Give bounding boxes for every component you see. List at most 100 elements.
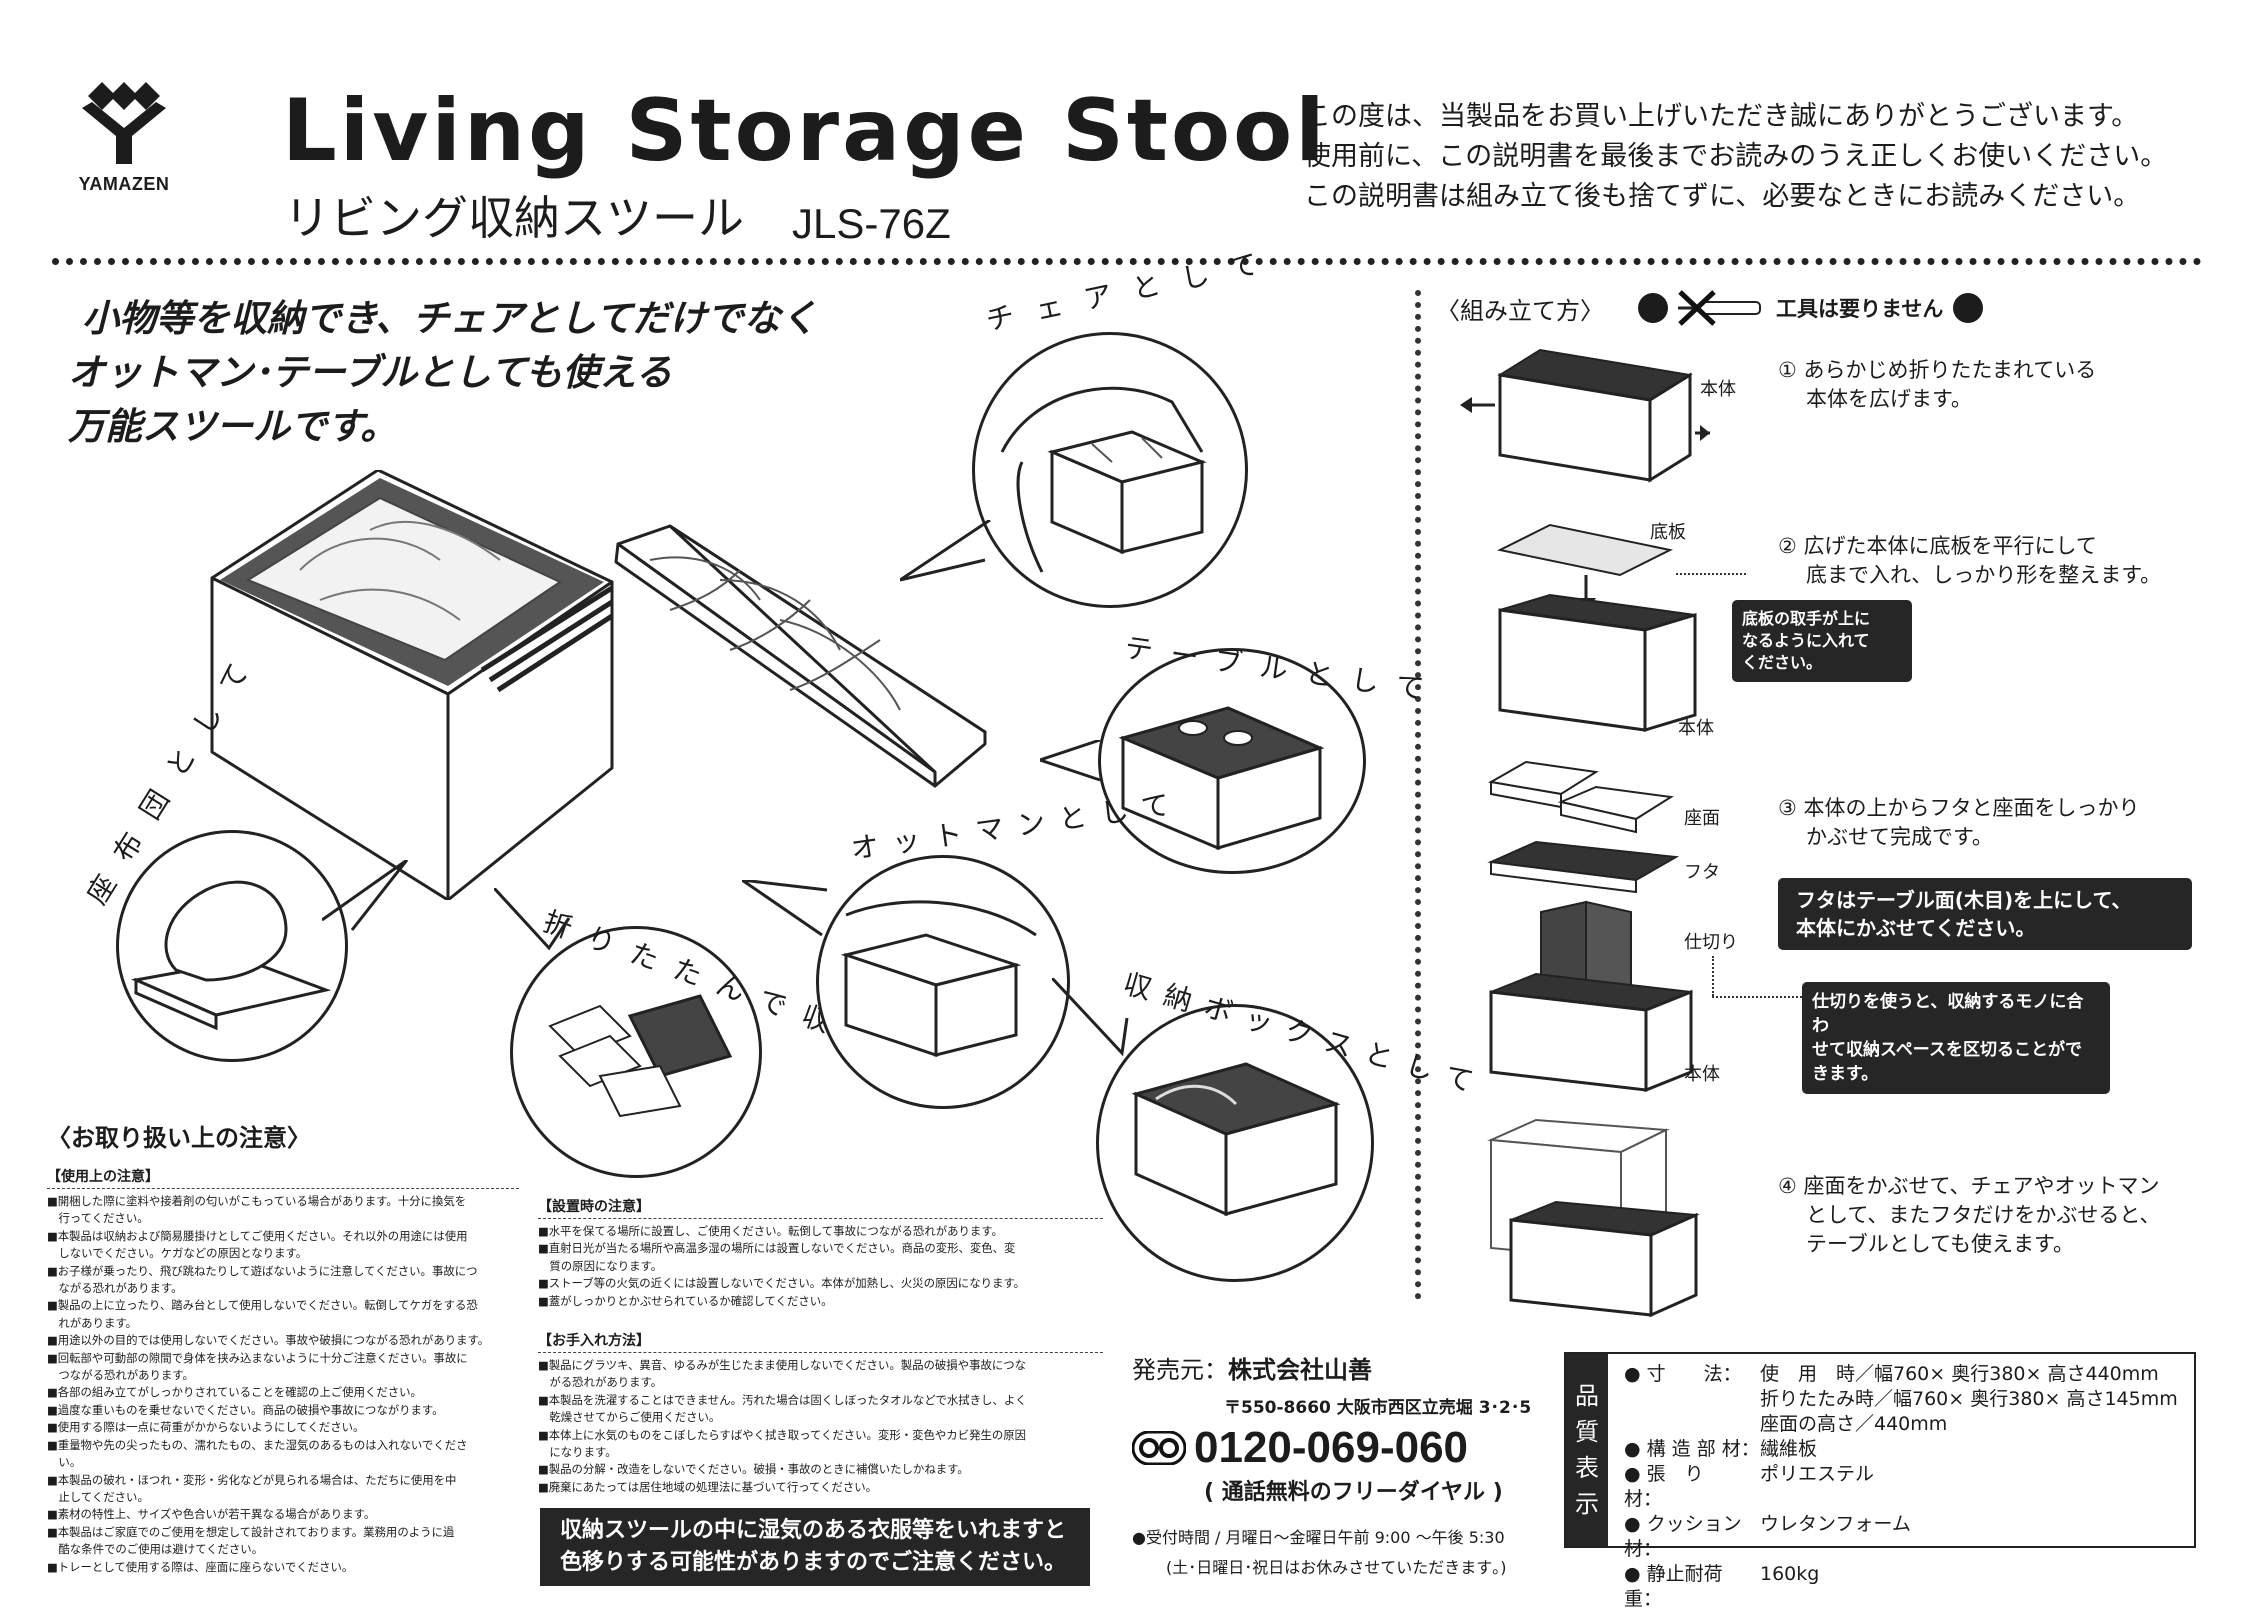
- chair-scene-pointer: [900, 520, 991, 582]
- step-line: テーブルとしても使えます。: [1806, 1232, 2074, 1256]
- label-body: 本体: [1684, 1064, 1720, 1085]
- tip-line: フタはテーブル面(木目)を上にして、: [1796, 888, 2132, 912]
- spec-rows: ● 寸 法：使 用 時／幅760× 奥行380× 高さ440mm 折りたたみ時／…: [1608, 1354, 2178, 1610]
- moisture-warning: 収納スツールの中に湿気のある衣服等をいれますと 色移りする可能性がありますのでご…: [540, 1508, 1090, 1586]
- assembly-heading: 〈組み立て方〉: [1436, 296, 1604, 325]
- seller-info: 発売元：株式会社山善 〒550-8660 大阪市西区立売堀 3･2･5 0120…: [1132, 1350, 1552, 1578]
- chair-scene-illustration: [1000, 386, 1207, 573]
- spec-table: 品 質 表 示 ● 寸 法：使 用 時／幅760× 奥行380× 高さ440mm…: [1564, 1352, 2196, 1610]
- phone-row: 0120-069-060: [1132, 1426, 1552, 1470]
- step3-illustration: [1487, 760, 1693, 1092]
- product-main-illustration: [210, 470, 987, 900]
- caution-line: ■本製品は収納および簡易腰掛けとしてご使用ください。それ以外の用途には使用: [47, 1228, 468, 1243]
- use-cautions-title: 【使用上の注意】: [47, 1166, 519, 1189]
- phone-note: ( 通話無料のフリーダイヤル ): [1204, 1480, 1503, 1505]
- thanks-message: この度は、当製品をお買い上げいただき誠にありがとうございます。 使用前に、この説…: [1304, 97, 2167, 217]
- step2-illustration: [1496, 523, 1697, 733]
- caution-line: ■製品にグラツキ、異音、ゆるみが生じたまま使用しないでください。製品の破損や事故…: [538, 1358, 1027, 1372]
- tip-line: なるように入れて: [1742, 631, 1870, 650]
- step-text: あらかじめ折りたたまれている: [1803, 358, 2097, 382]
- caution-line: ながる恐れがあります。: [47, 1281, 183, 1296]
- no-tools-label: 工具は要りません: [1776, 297, 1944, 321]
- spec-row: 座面の高さ／440mm: [1624, 1412, 2178, 1437]
- step-number: ④: [1778, 1174, 1797, 1198]
- seller-label: 発売元：: [1132, 1356, 1228, 1384]
- brand-name: YAMAZEN: [78, 174, 170, 194]
- caution-line: ■廃棄にあたっては居住地域の処理法に基づいて行ってください。: [538, 1479, 878, 1494]
- caution-line: ■製品の上に立ったり、踏み台として使用しないでください。転倒してケガをする恐: [47, 1298, 478, 1313]
- cushion-scene-pointer: [322, 860, 409, 931]
- label-body: 本体: [1678, 718, 1714, 739]
- spec-row: ● 寸 法：使 用 時／幅760× 奥行380× 高さ440mm: [1624, 1362, 2178, 1387]
- spec-label: ● クッション材：: [1624, 1513, 1742, 1560]
- step4-illustration: [1487, 1118, 1700, 1318]
- intro-line: オットマン･テーブルとしても使える: [68, 351, 673, 394]
- table-scene-pointer: [1040, 740, 1101, 782]
- caution-line: がる恐れがあります。: [538, 1375, 663, 1390]
- step-line: 本体を広げます。: [1806, 387, 1972, 411]
- intro-text: 小物等を収納でき、チェアとしてだけでなく オットマン･テーブルとしても使える 万…: [68, 292, 818, 454]
- caution-line: ■用途以外の目的では使用しないでください。事故や破損につながる恐れがあります。: [47, 1333, 490, 1348]
- install-cautions-title: 【設置時の注意】: [538, 1196, 1103, 1219]
- caution-line: 行ってください。: [47, 1211, 149, 1226]
- warning-line: 収納スツールの中に湿気のある衣服等をいれますと: [560, 1518, 1067, 1543]
- assembly-step-3: ③ 本体の上からフタと座面をしっかり かぶせて完成です。: [1778, 794, 2140, 852]
- seller-name-row: 発売元：株式会社山善: [1132, 1350, 1552, 1385]
- step-line: ③ 本体の上からフタと座面をしっかり: [1778, 794, 2140, 823]
- chair-scene-label: チェアとして: [983, 242, 1282, 338]
- tip-line: きます。: [1812, 1064, 1879, 1084]
- tip-line: せて収納スペースを区切ることがで: [1812, 1040, 2082, 1060]
- ottoman-scene-illustration: [840, 900, 1037, 1058]
- label-lid: フタ: [1684, 862, 1720, 883]
- caution-line: れがあります。: [47, 1315, 137, 1330]
- thanks-line: この度は、当製品をお買い上げいただき誠にありがとうございます。: [1304, 101, 2139, 132]
- label-divider: 仕切り: [1684, 932, 1738, 953]
- phone-number[interactable]: 0120-069-060: [1194, 1423, 1469, 1472]
- tip-line: 底板の取手が上に: [1742, 609, 1871, 628]
- assembly-step-2: ② 広げた本体に底板を平行にして 底まで入れ、しっかり形を整えます。: [1778, 532, 2161, 590]
- use-cautions-list: ■開梱した際に塗料や接着剤の匂いがこもっている場合があります。十分に換気を 行っ…: [47, 1193, 519, 1576]
- page-subtitle: リビング収納スツール: [284, 191, 744, 245]
- use-cautions: 【使用上の注意】 ■開梱した際に塗料や接着剤の匂いがこもっている場合があります。…: [47, 1166, 519, 1576]
- step-line: ② 広げた本体に底板を平行にして: [1778, 532, 2161, 561]
- page-title: Living Storage Stool: [282, 81, 1328, 181]
- caution-line: ■トレーとして使用する際は、座面に座らないでください。: [47, 1559, 354, 1574]
- spec-value: 使 用 時／幅760× 奥行380× 高さ440mm: [1760, 1363, 2159, 1385]
- tip-line: ください。: [1742, 653, 1823, 672]
- spec-value: ポリエステル: [1760, 1463, 1875, 1485]
- spec-row: 折りたたみ時／幅760× 奥行380× 高さ145mm: [1624, 1387, 2178, 1412]
- caution-line: 酷な条件でのご使用は避けてください。: [47, 1542, 264, 1557]
- spec-heading-char: 示: [1575, 1490, 1599, 1518]
- step1-illustration: [1460, 348, 1710, 483]
- spec-label: [1624, 1387, 1760, 1412]
- caution-line: しないでください。ケガなどの原因となります。: [47, 1246, 308, 1261]
- handle-pointer: [1676, 573, 1746, 575]
- lid-tip: フタはテーブル面(木目)を上にして、 本体にかぶせてください。: [1778, 878, 2192, 950]
- caution-line: ■素材の特性上、サイズや色合いが若干異なる場合があります。: [47, 1507, 376, 1522]
- warning-line: 色移りする可能性がありますのでご注意ください。: [560, 1550, 1067, 1575]
- caution-line: ■本製品はご家庭でのご使用を想定して設計されております。業務用のように過: [47, 1524, 455, 1539]
- intro-line: 小物等を収納でき、チェアとしてだけでなく: [82, 297, 818, 340]
- step-number: ③: [1778, 796, 1797, 820]
- caution-line: ■本製品を洗濯することはできません。汚れた場合は固くしぼったタオルなどで水拭きし…: [538, 1392, 1027, 1407]
- column-divider: [1415, 290, 1421, 1300]
- spec-row: ● 張 り 材： ポリエステル: [1624, 1462, 2178, 1512]
- spec-row: ● クッション材：ウレタンフォーム: [1624, 1512, 2178, 1562]
- care-list: ■製品にグラツキ、異音、ゆるみが生じたまま使用しないでください。製品の破損や事故…: [538, 1357, 1103, 1496]
- spec-row: ● 静止耐荷重：160kg: [1624, 1562, 2178, 1612]
- step-line: ① あらかじめ折りたたまれている: [1778, 356, 2096, 385]
- seller-name: 株式会社山善: [1228, 1356, 1372, 1384]
- step-text: 本体の上からフタと座面をしっかり: [1803, 796, 2140, 820]
- no-tools-icon: [1678, 290, 1761, 326]
- caution-line: ■ストーブ等の火気の近くには設置しないでください。本体が加熱し、火災の原因になり…: [538, 1276, 1026, 1291]
- label-body: 本体: [1700, 379, 1736, 400]
- spec-label: ● 張 り 材：: [1624, 1463, 1723, 1510]
- step-line: ④ 座面をかぶせて、チェアやオットマン: [1778, 1172, 2160, 1201]
- table-scene-illustration: [1118, 706, 1325, 851]
- caution-line: ■重量物や先の尖ったもの、濡れたもの、また湿気のあるものは入れないでくださ: [47, 1437, 468, 1452]
- cushion-scene-illustration: [130, 880, 332, 1031]
- step-text: 座面をかぶせて、チェアやオットマン: [1803, 1174, 2160, 1198]
- assembly-step-1: ① あらかじめ折りたたまれている 本体を広げます。: [1778, 356, 2096, 414]
- caution-line: ■本製品の破れ・ほつれ・変形・劣化などが見られる場合は、ただちに使用を中: [47, 1472, 457, 1487]
- step-line: として、またフタだけをかぶせると、: [1806, 1203, 2161, 1227]
